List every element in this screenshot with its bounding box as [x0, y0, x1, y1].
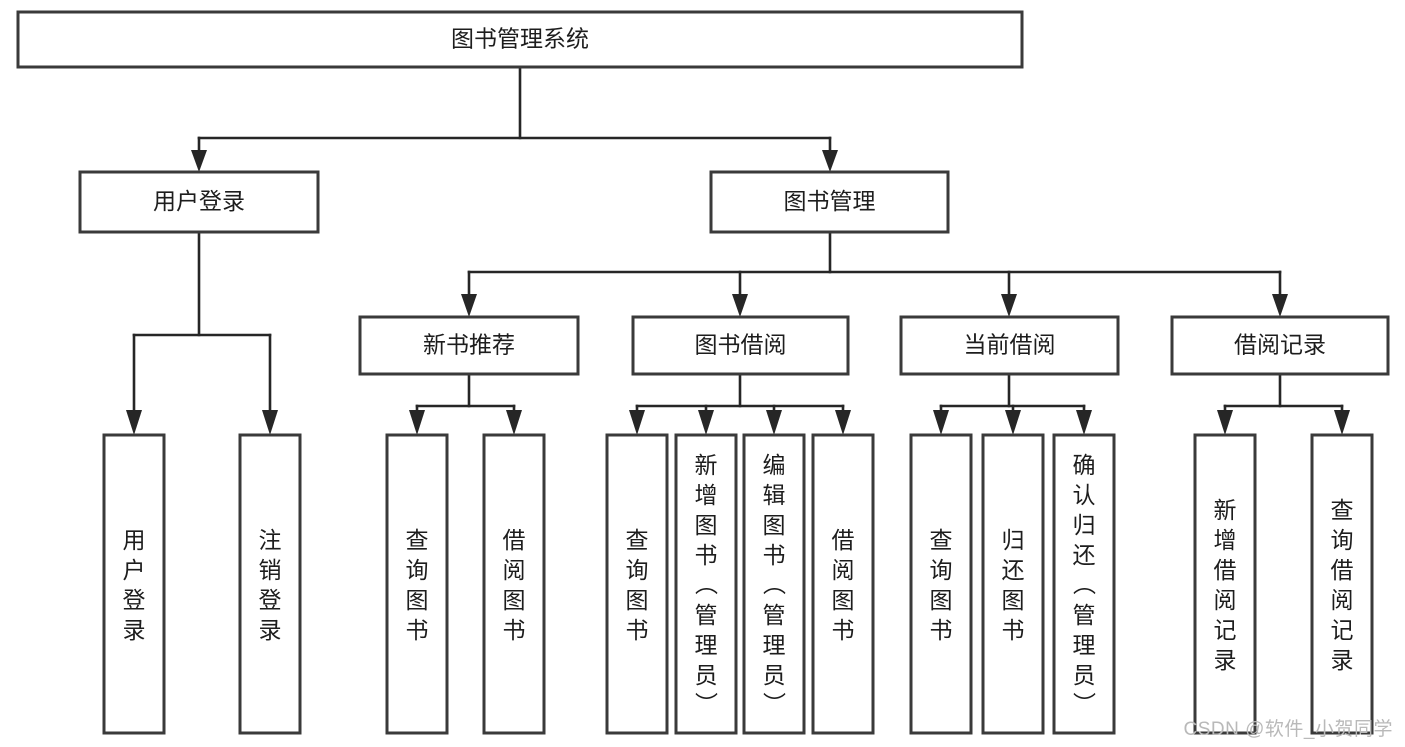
connector-group-borrow-record — [1217, 372, 1350, 435]
node-l2-图书管理-1[interactable]: 图书管理 — [709, 170, 950, 234]
node-leaf-新增借阅记录-11[interactable]: 新增借阅记录 — [1193, 433, 1257, 735]
node-box[interactable] — [1310, 433, 1374, 735]
connector-group-current-borrow — [933, 372, 1092, 435]
node-leaf-新增图书管理员-5[interactable]: 新增图书︵管理员︶ — [674, 433, 738, 735]
arrow-record-to-query — [1334, 410, 1350, 435]
node-leaf-查询借阅记录-12[interactable]: 查询借阅记录 — [1310, 433, 1374, 735]
node-label: 新书推荐 — [423, 332, 515, 358]
node-l2-用户登录-0[interactable]: 用户登录 — [78, 170, 320, 234]
node-label: 查询图书 — [406, 527, 429, 643]
node-box[interactable] — [358, 315, 580, 376]
node-box[interactable] — [899, 315, 1120, 376]
node-root-图书管理系统-0[interactable]: 图书管理系统 — [16, 10, 1024, 69]
arrow-book-to-borrow — [732, 294, 748, 317]
arrow-borrow-to-query — [629, 410, 645, 435]
arrow-borrow-to-edit — [766, 410, 782, 435]
node-leaf-确认归还管理员-10[interactable]: 确认归还︵管理员︶ — [1052, 433, 1116, 735]
node-box[interactable] — [238, 433, 302, 735]
node-label: 用户登录 — [153, 188, 245, 214]
node-leaf-归还图书-9[interactable]: 归还图书 — [981, 433, 1045, 735]
arrow-book-to-current — [1001, 294, 1017, 317]
node-label: 借阅图书 — [832, 527, 855, 643]
connector-group-root — [191, 65, 838, 172]
node-box[interactable] — [385, 433, 449, 735]
node-box[interactable] — [742, 433, 806, 735]
node-leaf-查询图书-8[interactable]: 查询图书 — [909, 433, 973, 735]
arrow-book-to-record — [1272, 294, 1288, 317]
node-box[interactable] — [16, 10, 1024, 69]
node-label: 编辑图书︵管理员︶ — [763, 452, 787, 718]
arrow-root-to-book — [822, 150, 838, 172]
node-l3-当前借阅-2[interactable]: 当前借阅 — [899, 315, 1120, 376]
node-label: 新增图书︵管理员︶ — [695, 452, 719, 718]
node-box[interactable] — [909, 433, 973, 735]
connector-group-book-management — [461, 230, 1288, 317]
node-box[interactable] — [1052, 433, 1116, 735]
arrow-newbook-to-query — [409, 410, 425, 435]
node-label: 归还图书 — [1002, 527, 1025, 643]
nodes-layer: 图书管理系统用户登录图书管理新书推荐图书借阅当前借阅借阅记录用户登录注销登录查询… — [16, 10, 1390, 735]
node-leaf-查询图书-4[interactable]: 查询图书 — [605, 433, 669, 735]
arrow-root-to-user — [191, 150, 207, 172]
node-label: 图书管理系统 — [451, 26, 589, 52]
node-label: 查询图书 — [930, 527, 953, 643]
node-leaf-借阅图书-7[interactable]: 借阅图书 — [811, 433, 875, 735]
node-box[interactable] — [1170, 315, 1390, 376]
arrow-newbook-to-borrow — [506, 410, 522, 435]
connector-group-new-book — [409, 372, 522, 435]
arrow-user-to-logout — [262, 410, 278, 435]
node-label: 新增借阅记录 — [1214, 497, 1237, 673]
arrow-book-to-newbook — [461, 294, 477, 317]
node-l3-借阅记录-3[interactable]: 借阅记录 — [1170, 315, 1390, 376]
node-leaf-注销登录-1[interactable]: 注销登录 — [238, 433, 302, 735]
node-box[interactable] — [811, 433, 875, 735]
node-box[interactable] — [1193, 433, 1257, 735]
node-leaf-查询图书-2[interactable]: 查询图书 — [385, 433, 449, 735]
arrow-current-to-confirm — [1076, 410, 1092, 435]
node-l3-图书借阅-1[interactable]: 图书借阅 — [631, 315, 850, 376]
node-box[interactable] — [605, 433, 669, 735]
node-label: 确认归还︵管理员︶ — [1073, 452, 1097, 718]
arrow-current-to-return — [1005, 410, 1021, 435]
node-label: 图书借阅 — [695, 332, 787, 358]
node-label: 注销登录 — [259, 527, 282, 643]
connector-group-book-borrow — [629, 372, 851, 435]
node-l3-新书推荐-0[interactable]: 新书推荐 — [358, 315, 580, 376]
node-label: 当前借阅 — [964, 332, 1056, 358]
node-box[interactable] — [78, 170, 320, 234]
arrow-record-to-add — [1217, 410, 1233, 435]
node-box[interactable] — [482, 433, 546, 735]
node-box[interactable] — [631, 315, 850, 376]
arrow-current-to-query — [933, 410, 949, 435]
node-label: 借阅记录 — [1234, 332, 1326, 358]
node-label: 图书管理 — [784, 188, 876, 214]
node-label: 查询图书 — [626, 527, 649, 643]
connector-group-user-login — [126, 230, 278, 435]
node-box[interactable] — [674, 433, 738, 735]
arrow-user-to-login — [126, 410, 142, 435]
node-label: 借阅图书 — [503, 527, 526, 643]
node-label: 用户登录 — [123, 527, 146, 643]
node-label: 查询借阅记录 — [1331, 497, 1354, 673]
node-leaf-用户登录-0[interactable]: 用户登录 — [102, 433, 166, 735]
node-box[interactable] — [709, 170, 950, 234]
node-leaf-编辑图书管理员-6[interactable]: 编辑图书︵管理员︶ — [742, 433, 806, 735]
arrow-borrow-to-lend — [835, 410, 851, 435]
node-box[interactable] — [102, 433, 166, 735]
watermark-text: CSDN @软件_小贺同学 — [1183, 719, 1393, 740]
node-box[interactable] — [981, 433, 1045, 735]
arrow-borrow-to-add — [698, 410, 714, 435]
node-leaf-借阅图书-3[interactable]: 借阅图书 — [482, 433, 546, 735]
